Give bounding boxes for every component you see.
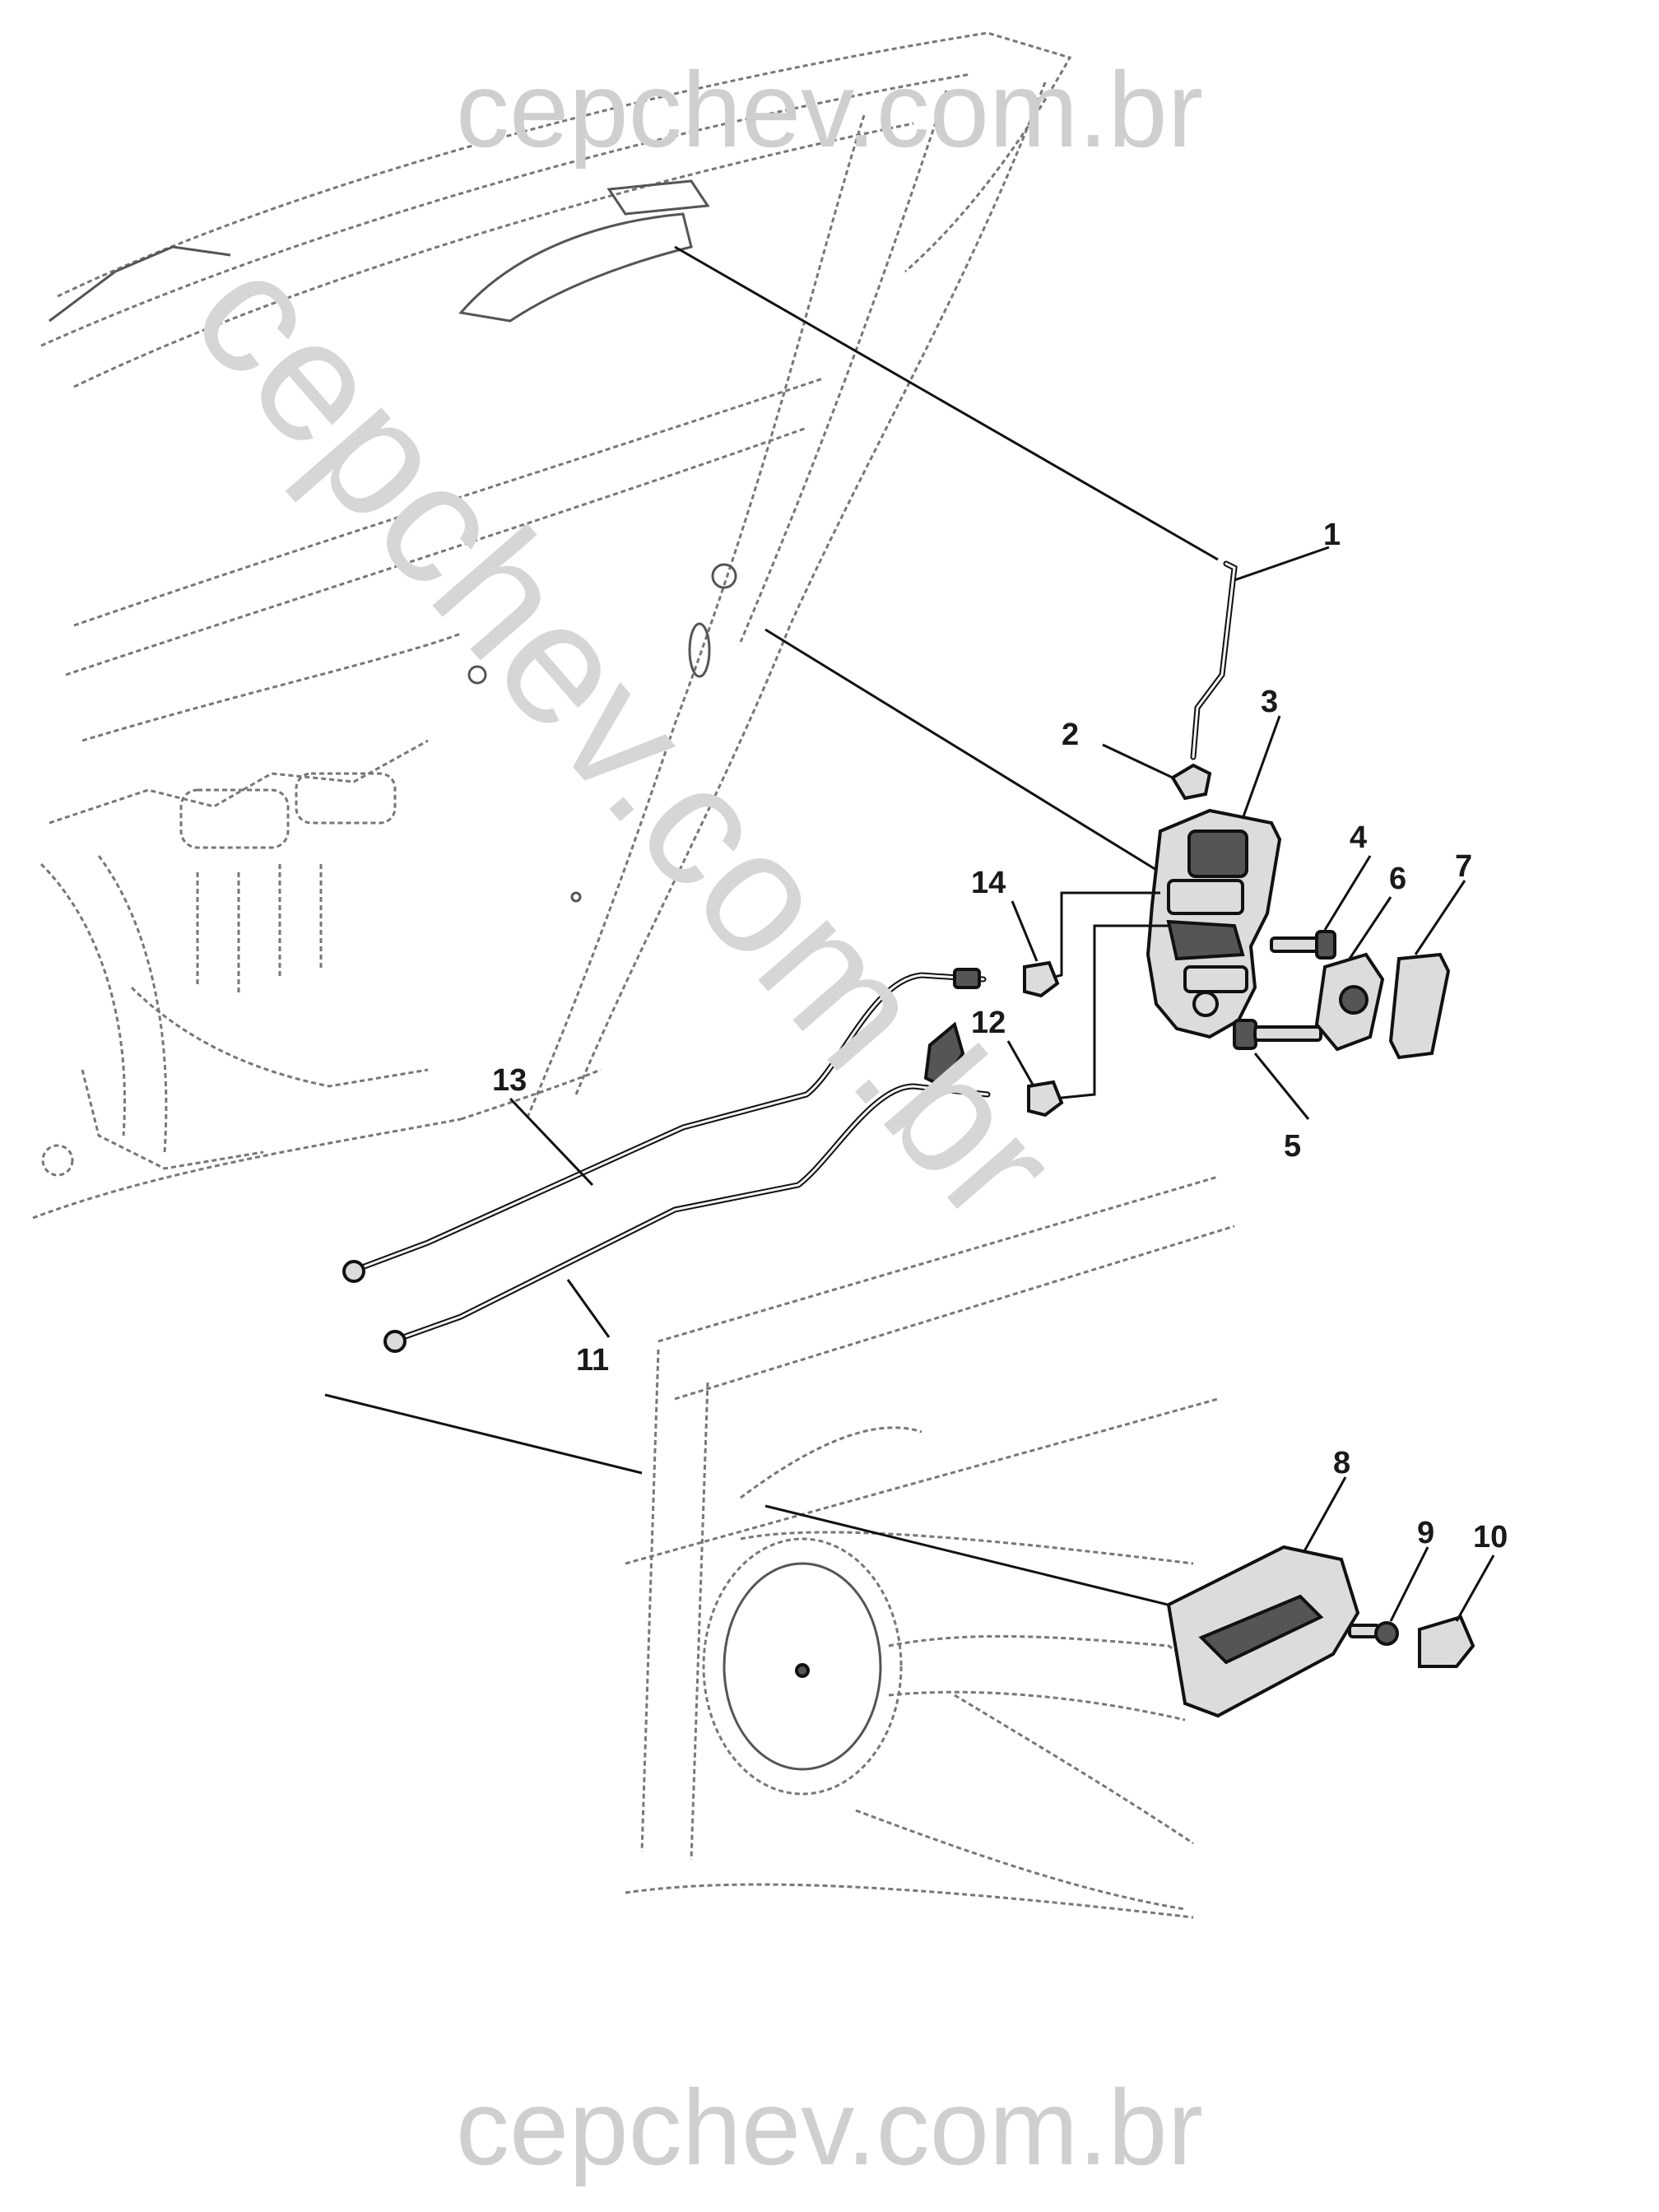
callout-11: 11 xyxy=(576,1343,609,1378)
callout-labels: 1 2 3 4 5 6 7 8 9 10 11 12 13 14 xyxy=(492,518,1508,1554)
part-6-striker xyxy=(1314,896,1392,1052)
watermark-bottom: cepchev.com.br xyxy=(456,2067,1203,2187)
part-1-lock-rod xyxy=(1190,546,1330,760)
callout-1: 1 xyxy=(1323,518,1341,552)
callout-8: 8 xyxy=(1333,1446,1350,1480)
callout-4: 4 xyxy=(1350,820,1367,855)
callout-13: 13 xyxy=(492,1063,527,1098)
part-3-door-latch-assembly xyxy=(1146,715,1282,1039)
watermark-top: cepchev.com.br xyxy=(456,49,1203,170)
callout-10: 10 xyxy=(1473,1520,1508,1554)
part-7-striker-plate xyxy=(1388,880,1466,1060)
callout-3: 3 xyxy=(1261,685,1278,719)
part-5-bolt xyxy=(1233,1019,1322,1120)
part-14-cable-clip xyxy=(1011,900,1060,998)
callout-9: 9 xyxy=(1417,1516,1434,1550)
callout-5: 5 xyxy=(1284,1129,1301,1164)
callout-6: 6 xyxy=(1389,862,1406,896)
callout-12: 12 xyxy=(971,1006,1006,1040)
part-9-handle-screw xyxy=(1348,1546,1429,1646)
part-13-lock-cable xyxy=(342,968,987,1283)
callout-14: 14 xyxy=(971,866,1006,900)
watermarks: cepchev.com.br cepchev.com.br cepchev.co… xyxy=(157,49,1203,2187)
part-10-screw-cover xyxy=(1418,1554,1495,1668)
watermark-diagonal: cepchev.com.br xyxy=(157,218,1095,1256)
assembly-leader-lines xyxy=(324,245,1219,1615)
part-11-release-cable xyxy=(383,1021,991,1353)
part-12-cable-clip xyxy=(1006,1040,1064,1118)
part-8-inside-handle xyxy=(1166,1476,1360,1718)
part-2-rod-clip xyxy=(1102,743,1212,801)
vehicle-door-sketch xyxy=(32,31,1235,1919)
callout-7: 7 xyxy=(1455,849,1472,884)
part-4-latch-screw xyxy=(1270,855,1372,960)
callout-2: 2 xyxy=(1062,718,1079,752)
